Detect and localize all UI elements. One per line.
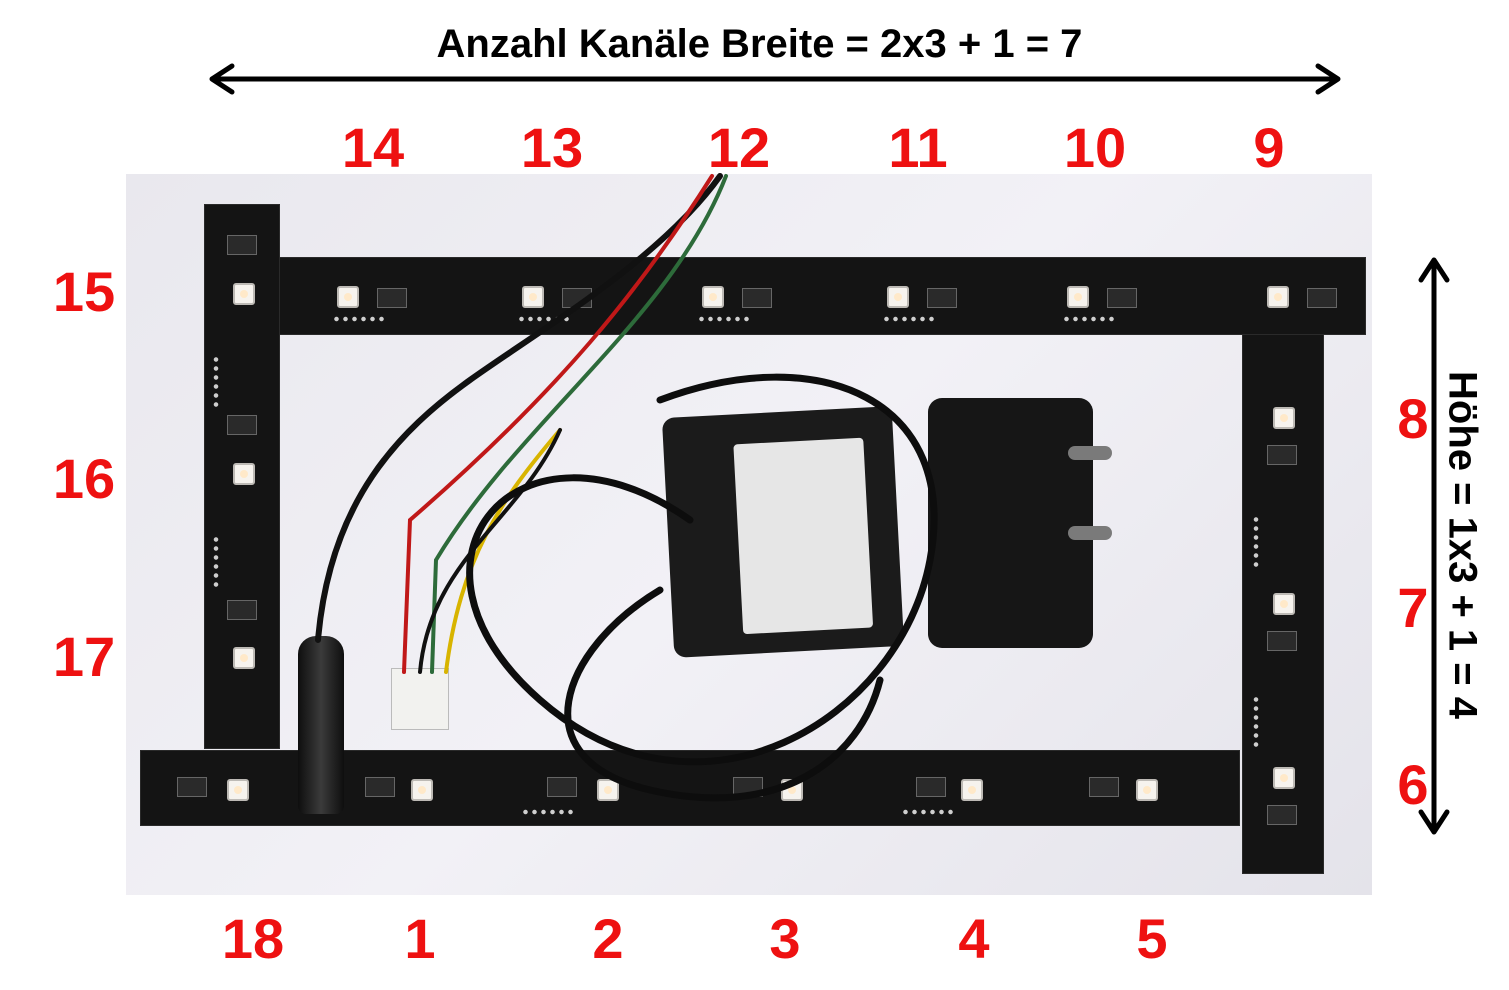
right-led-strip	[1242, 334, 1324, 874]
solder-pads	[1253, 515, 1259, 567]
led-module	[887, 286, 909, 308]
led-module	[1067, 286, 1089, 308]
solder-pads	[332, 316, 384, 322]
led-module	[1136, 779, 1158, 801]
power-plug	[928, 398, 1112, 648]
plug-pin	[1068, 526, 1112, 540]
width-arrow	[209, 63, 1341, 95]
channel-label-14: 14	[341, 116, 405, 179]
ic-chip	[1089, 777, 1119, 797]
height-arrow	[1418, 257, 1450, 835]
led-module	[337, 286, 359, 308]
ic-chip	[227, 600, 257, 620]
channel-label-9: 9	[1253, 116, 1285, 179]
led-module	[702, 286, 724, 308]
ic-chip	[177, 777, 207, 797]
ic-chip	[227, 235, 257, 255]
led-module	[961, 779, 983, 801]
led-module	[411, 779, 433, 801]
led-module	[1273, 407, 1295, 429]
led-module	[522, 286, 544, 308]
solder-pads	[1062, 316, 1114, 322]
ic-chip	[1267, 631, 1297, 651]
channel-label-1: 1	[404, 907, 436, 970]
cable-green	[430, 174, 728, 674]
solder-pads	[521, 809, 573, 815]
solder-pads	[882, 316, 934, 322]
channel-label-12: 12	[707, 116, 771, 179]
solder-pads	[213, 535, 219, 587]
channel-label-5: 5	[1136, 907, 1168, 970]
channel-label-16: 16	[52, 447, 116, 510]
four-pin-connector	[391, 668, 449, 730]
solder-pads	[901, 809, 953, 815]
solder-pads	[517, 316, 569, 322]
ic-chip	[927, 288, 957, 308]
channel-label-7: 7	[1397, 576, 1429, 639]
ic-chip	[1267, 445, 1297, 465]
channel-label-4: 4	[958, 907, 990, 970]
channel-label-18: 18	[221, 907, 285, 970]
left-led-strip	[204, 204, 280, 749]
led-module	[1273, 767, 1295, 789]
led-module	[233, 283, 255, 305]
solder-pads	[1253, 695, 1259, 747]
channel-label-15: 15	[52, 260, 116, 323]
ic-chip	[1107, 288, 1137, 308]
dc-barrel-connector	[298, 636, 344, 814]
width-formula-title: Anzahl Kanäle Breite = 2x3 + 1 = 7	[436, 22, 1083, 66]
channel-label-6: 6	[1397, 753, 1429, 816]
ic-chip	[227, 415, 257, 435]
top-led-strip	[276, 257, 1366, 335]
ic-chip	[365, 777, 395, 797]
led-module	[227, 779, 249, 801]
plug-pin	[1068, 446, 1112, 460]
solder-pads	[697, 316, 749, 322]
ic-chip	[1267, 805, 1297, 825]
channel-label-2: 2	[592, 907, 624, 970]
cable-black-2	[418, 428, 562, 674]
channel-label-10: 10	[1063, 116, 1127, 179]
solder-pads	[213, 355, 219, 407]
channel-label-3: 3	[769, 907, 801, 970]
led-module	[1273, 593, 1295, 615]
adapter-cable-loop	[466, 373, 938, 766]
ic-chip	[742, 288, 772, 308]
led-module	[597, 779, 619, 801]
led-module	[1267, 286, 1289, 308]
cable-red	[402, 174, 714, 674]
channel-label-13: 13	[520, 116, 584, 179]
channel-label-11: 11	[888, 116, 948, 179]
ic-chip	[916, 777, 946, 797]
led-module	[233, 463, 255, 485]
adapter-cable-loop-2	[564, 586, 884, 802]
channel-label-8: 8	[1397, 387, 1429, 450]
cable-black	[315, 173, 723, 643]
channel-label-17: 17	[52, 625, 116, 688]
ic-chip	[1307, 288, 1337, 308]
ic-chip	[377, 288, 407, 308]
led-module	[233, 647, 255, 669]
ic-chip	[547, 777, 577, 797]
